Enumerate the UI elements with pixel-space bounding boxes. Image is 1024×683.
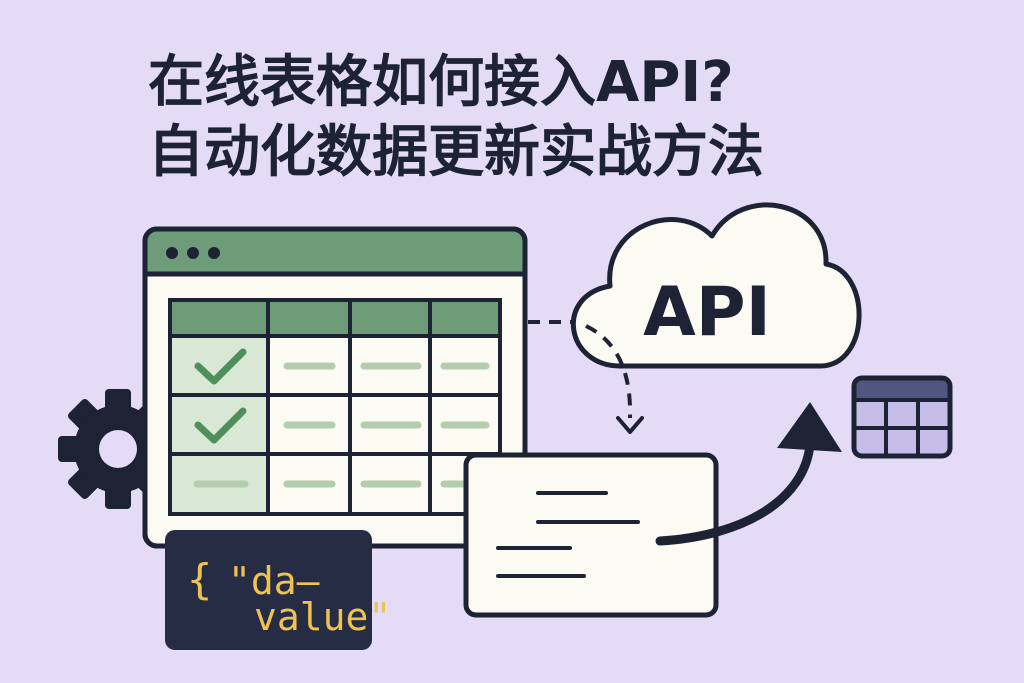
dashed-arrow-head: [616, 416, 644, 434]
code-brace: {: [187, 555, 212, 604]
window-dot: [187, 247, 199, 259]
curved-arrow-icon: [655, 402, 842, 546]
code-line-2: value": [254, 595, 391, 639]
title-line-2: 自动化数据更新实战方法: [148, 120, 764, 185]
code-line-1: "da—: [228, 559, 320, 603]
cloud-label: API: [643, 273, 771, 352]
code-card: { "da— value": [165, 530, 391, 650]
title-line-1: 在线表格如何接入API?: [148, 50, 734, 115]
table-icon: [851, 375, 953, 459]
cloud-icon: [570, 202, 862, 369]
page-title: 在线表格如何接入API? 自动化数据更新实战方法: [148, 48, 764, 188]
checkmark-icon: [194, 348, 247, 385]
spreadsheet-window: [142, 226, 528, 549]
window-dot: [166, 247, 178, 259]
dashed-arrow-icon: [585, 324, 633, 419]
window-dot: [208, 247, 220, 259]
checkmark-icon: [194, 407, 247, 444]
